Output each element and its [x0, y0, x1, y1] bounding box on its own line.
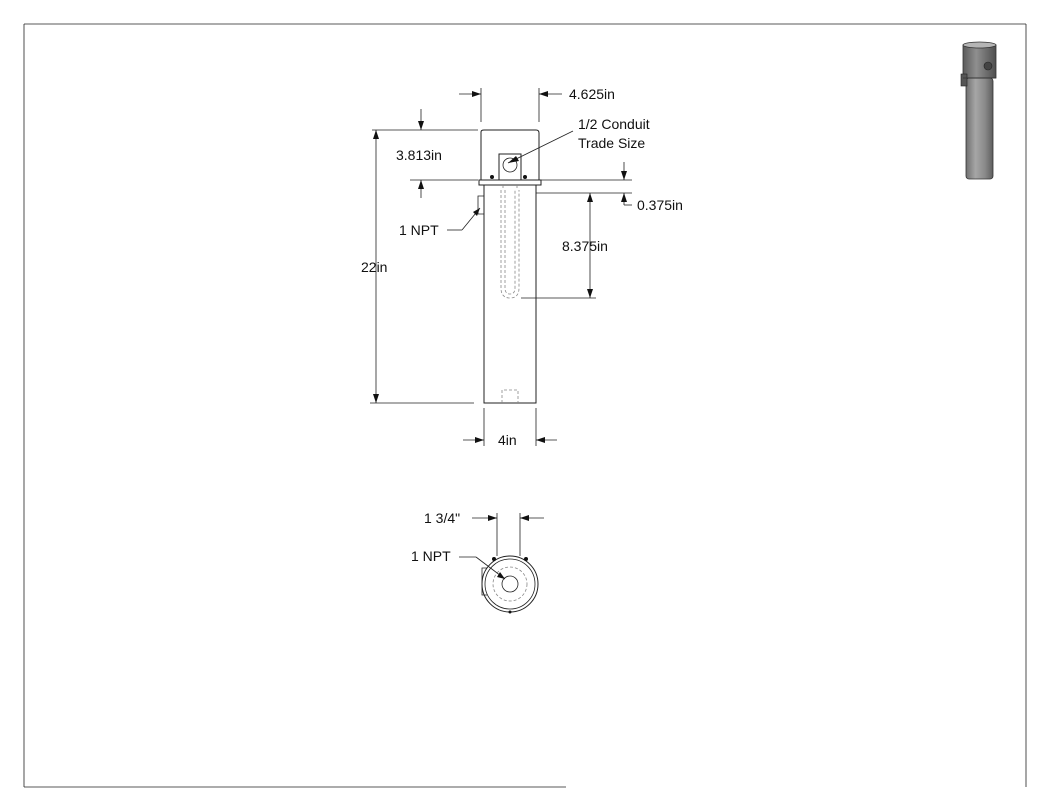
dim-spacing: 1 3/4" [424, 510, 544, 556]
dim-diameter-label: 4in [498, 432, 517, 448]
top-screw-bottom [508, 610, 512, 614]
top-screw-left [492, 557, 496, 561]
dim-overall-length: 22in [361, 130, 474, 404]
heating-element-hidden [500, 185, 520, 299]
callout-conduit-line2: Trade Size [578, 135, 645, 151]
cap-band [478, 179, 542, 186]
thumb-side-port [960, 73, 968, 87]
top-inner-ring [484, 558, 536, 610]
callout-top-port-label: 1 NPT [411, 548, 451, 564]
front-view: 4.625in 3.813in 1/2 Conduit Trade Size [361, 86, 683, 448]
dim-gap: 0.375in [536, 162, 683, 213]
thumb-cylinder [965, 77, 994, 180]
dim-box-height: 3.813in [372, 109, 478, 198]
top-view: 1 3/4" 1 NPT [411, 510, 544, 614]
dim-element-length-label: 8.375in [562, 238, 608, 254]
top-screw-right [524, 557, 528, 561]
top-port-hole [501, 575, 519, 593]
dim-box-height-label: 3.813in [396, 147, 442, 163]
callout-side-port-label: 1 NPT [399, 222, 439, 238]
screw-right [523, 175, 527, 179]
top-side-port [481, 567, 487, 596]
thumb-head [962, 44, 997, 79]
dim-spacing-label: 1 3/4" [424, 510, 460, 526]
dim-element-length: 8.375in [521, 193, 608, 299]
callout-conduit-line1: 1/2 Conduit [578, 116, 650, 132]
top-outer-circle [481, 555, 539, 613]
callout-conduit: 1/2 Conduit Trade Size [507, 116, 650, 164]
top-hidden-circle [492, 566, 528, 602]
callout-top-port: 1 NPT [411, 548, 506, 580]
conduit-hole [502, 157, 518, 173]
sheet-border [23, 23, 1027, 788]
dim-overall-length-label: 22in [361, 259, 387, 275]
isometric-thumbnail [960, 41, 997, 180]
dim-box-width-label: 4.625in [569, 86, 615, 102]
drain-hidden [501, 389, 519, 403]
dim-diameter: 4in [463, 408, 557, 448]
dim-box-width: 4.625in [459, 86, 615, 122]
thumb-top [962, 41, 997, 49]
side-port [477, 195, 484, 215]
thumb-conduit [983, 61, 993, 71]
callout-side-port: 1 NPT [399, 207, 481, 238]
screw-left [490, 175, 494, 179]
dim-gap-label: 0.375in [637, 197, 683, 213]
